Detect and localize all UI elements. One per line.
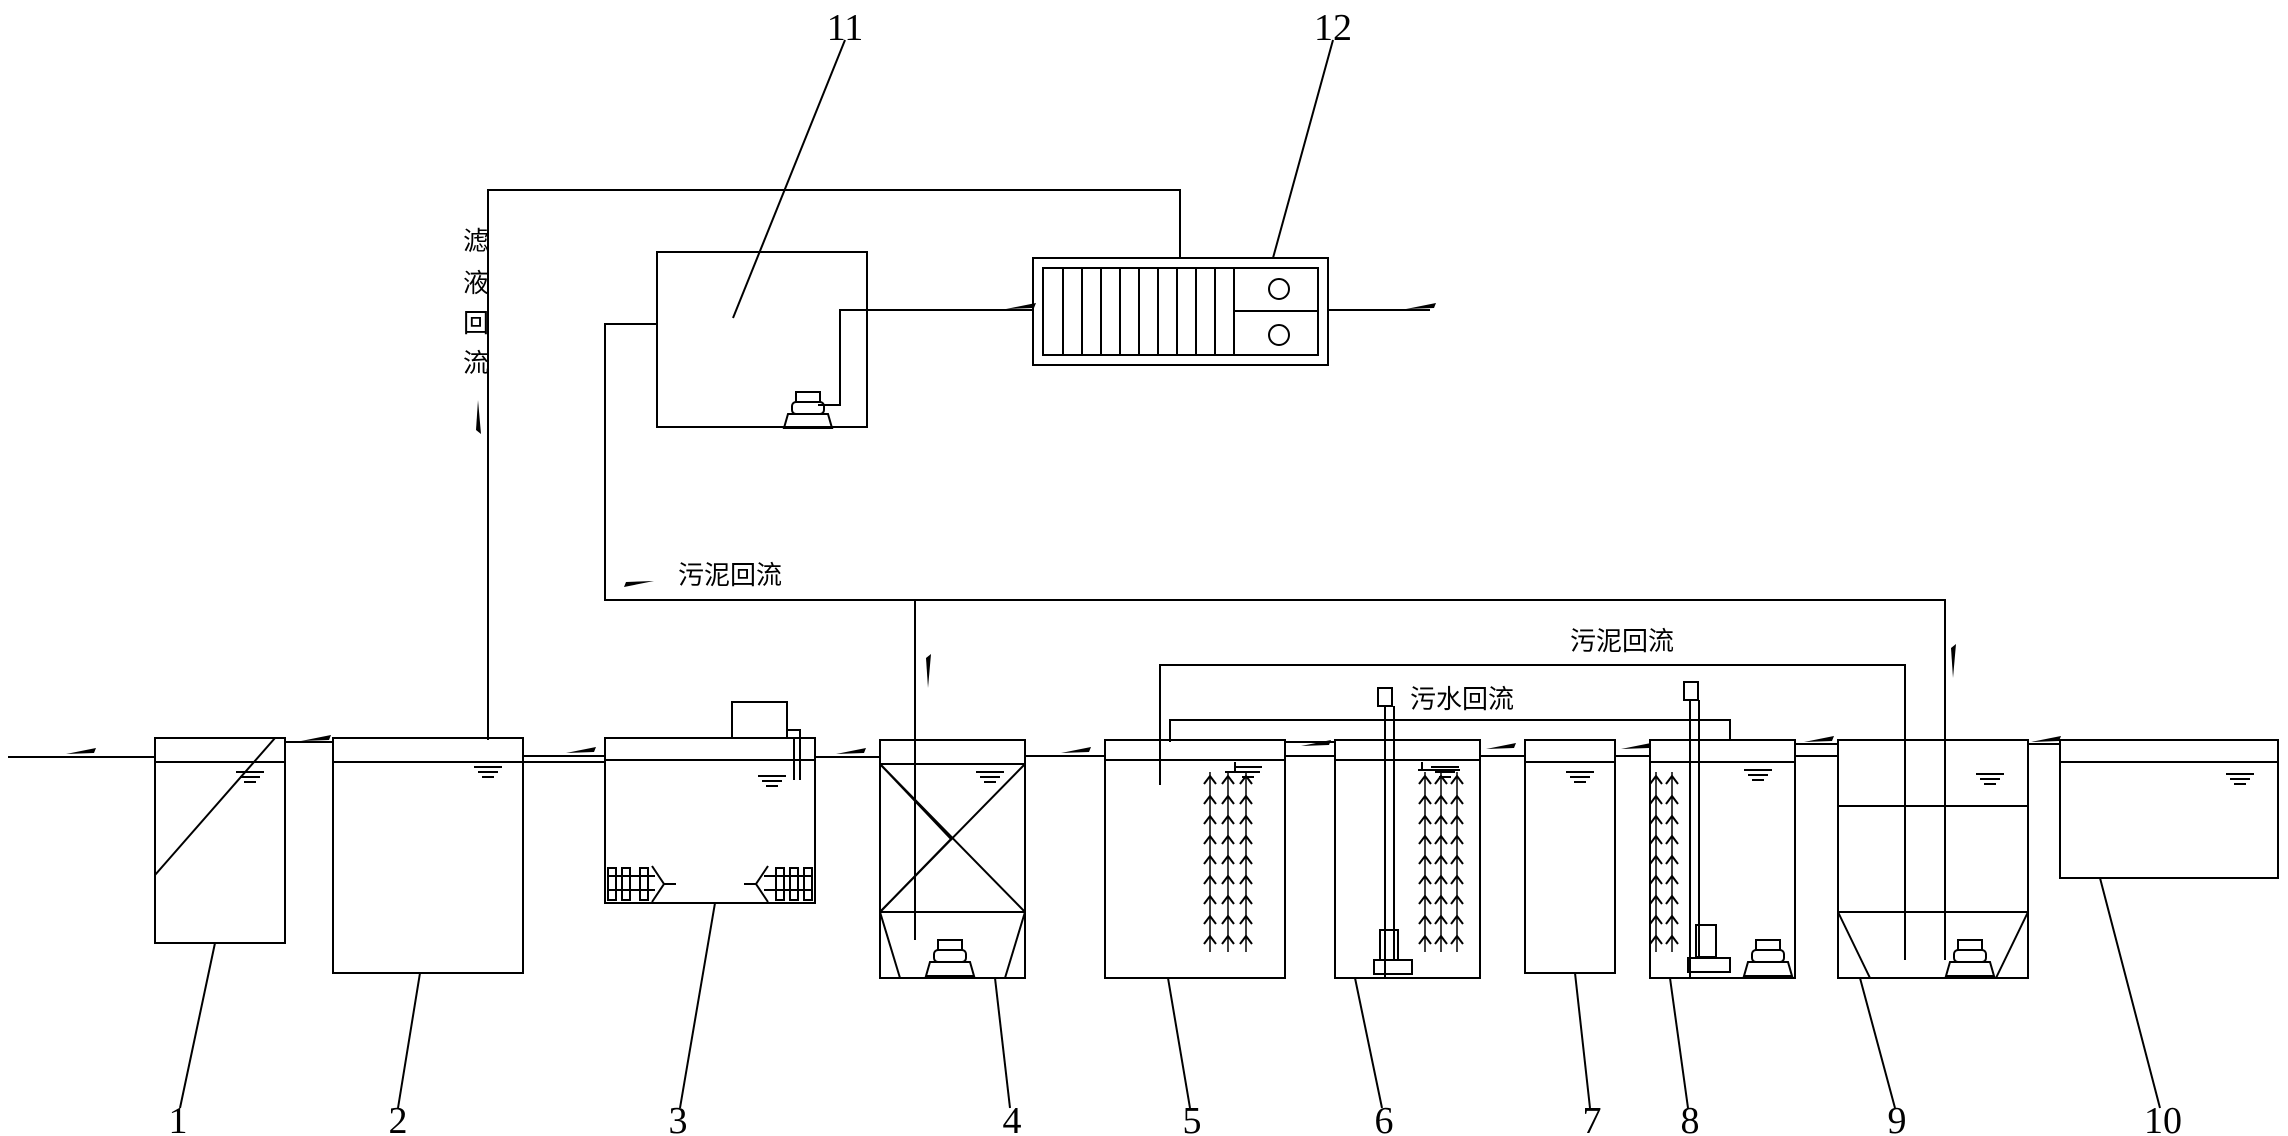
sludge-return-label-lower: 污泥回流 — [1570, 627, 1674, 657]
filtrate-return-char-4: 流 — [463, 349, 489, 379]
leader-lines — [179, 39, 2161, 1109]
unit-label-5: 5 — [1183, 1100, 1202, 1136]
unit-label-11: 11 — [827, 7, 864, 49]
flow-arrow-icon — [624, 581, 654, 587]
flow-arrow-icon — [1006, 303, 1036, 309]
unit-5-tank — [1104, 739, 1286, 979]
pump-icon — [783, 391, 833, 429]
aerator-icon — [1649, 771, 1679, 953]
flow-arrow-icon — [1486, 743, 1516, 749]
unit-label-2: 2 — [389, 1100, 408, 1136]
flow-arrow-icon — [476, 400, 481, 434]
flow-arrow-icon — [301, 735, 331, 741]
flow-arrow-icon — [566, 747, 596, 753]
water-level-icon — [757, 775, 787, 787]
flow-arrow-icon — [1406, 303, 1436, 309]
filtrate-return-char-2: 液 — [463, 269, 489, 299]
aerator-icon — [1203, 771, 1253, 953]
flow-arrow-icon — [66, 748, 96, 754]
water-level-icon — [473, 766, 503, 778]
pump-icon — [1945, 939, 1995, 977]
pump-icon — [925, 939, 975, 977]
unit-8-tank — [1649, 681, 1796, 979]
water-level-icon — [235, 771, 265, 783]
flow-arrow-icon — [1621, 743, 1651, 749]
aerator-icon — [1418, 771, 1464, 953]
unit-label-1: 1 — [169, 1100, 188, 1136]
unit-2-tank — [332, 737, 524, 974]
unit-7-tank — [1524, 739, 1616, 974]
unit-label-8: 8 — [1681, 1100, 1700, 1136]
pump-icon — [1743, 939, 1793, 977]
flow-arrow-icon — [1061, 747, 1091, 753]
plate-frame-filter-press-icon — [1032, 257, 1329, 366]
filtrate-return-char-1: 滤 — [463, 227, 489, 257]
flow-arrow-icon — [2031, 736, 2061, 742]
unit-11-tank — [656, 251, 868, 428]
pipe-network — [487, 189, 1946, 960]
unit-label-7: 7 — [1583, 1100, 1602, 1136]
flow-arrow-icon — [1951, 644, 1956, 678]
water-level-icon — [2225, 773, 2255, 785]
water-level-icon — [1233, 766, 1263, 778]
unit-label-3: 3 — [669, 1100, 688, 1136]
water-level-icon — [1743, 769, 1773, 781]
unit-label-12: 12 — [1314, 7, 1352, 49]
unit-6-tank — [1334, 687, 1481, 979]
unit-9-tank — [1837, 739, 2029, 979]
aerator-icon — [607, 865, 813, 903]
flow-arrow-icon — [836, 748, 866, 754]
unit-3-tank — [604, 701, 816, 904]
flow-arrow-icon — [1804, 736, 1834, 742]
sewage-return-label: 污水回流 — [1410, 685, 1514, 715]
sludge-return-label-upper: 污泥回流 — [678, 561, 782, 591]
water-level-icon — [1430, 766, 1460, 778]
unit-label-9: 9 — [1888, 1100, 1907, 1136]
water-level-icon — [1975, 773, 2005, 785]
unit-1-tank — [154, 737, 286, 944]
unit-10-tank — [2059, 739, 2279, 879]
unit-4-tank — [879, 739, 1026, 979]
flow-arrow-icon — [926, 654, 931, 688]
filtrate-return-char-3: 回 — [463, 309, 489, 339]
unit-label-10: 10 — [2144, 1100, 2182, 1136]
unit-label-6: 6 — [1375, 1100, 1394, 1136]
unit-label-4: 4 — [1003, 1100, 1022, 1136]
water-level-icon — [975, 771, 1005, 783]
water-level-icon — [1565, 771, 1595, 783]
